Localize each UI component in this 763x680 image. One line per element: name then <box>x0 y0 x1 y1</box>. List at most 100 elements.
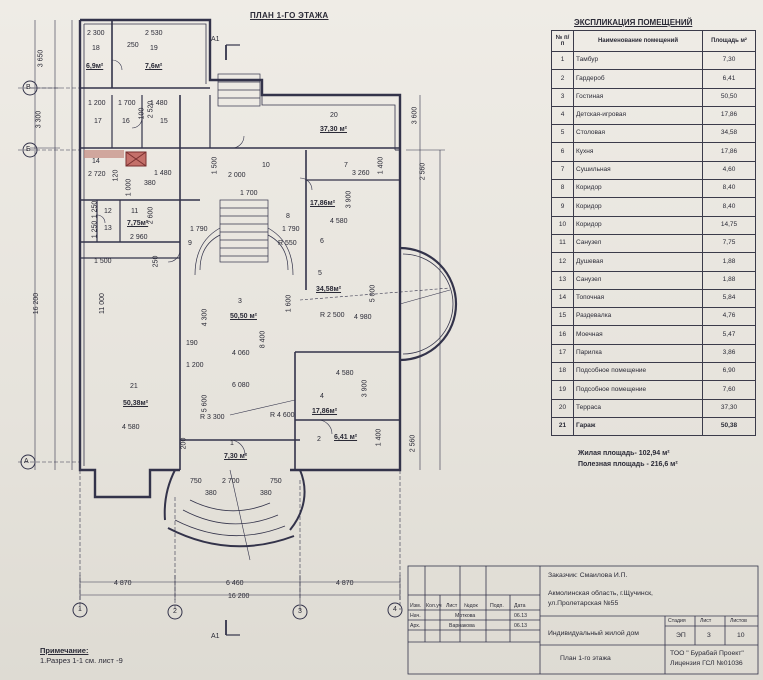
dimension: 100 <box>138 107 146 120</box>
room-area: 50,50 м² <box>230 313 257 320</box>
dimension: 2 520 <box>147 100 155 119</box>
row-number: 19 <box>551 380 574 400</box>
room-area-value: 6,41 <box>702 69 756 89</box>
org-name: ТОО " Бурабай Проект" <box>670 650 744 657</box>
row-number: 14 <box>551 288 574 309</box>
dimension: 1 480 <box>154 170 172 177</box>
room-name: Душевая <box>573 252 703 272</box>
room-area-value: 5,47 <box>702 325 756 345</box>
dimension: 4 870 <box>336 580 354 587</box>
dimension: 2 300 <box>87 30 105 37</box>
axis-label: А <box>24 458 29 465</box>
stage-value: ЭП <box>676 632 686 639</box>
room-number: 18 <box>92 45 100 52</box>
room-number: 2 <box>317 436 321 443</box>
room-area-value: 14,75 <box>702 215 756 235</box>
room-area-value: 4,60 <box>702 160 756 181</box>
address-line-1: Акмолинская область, г.Щучинск, <box>548 590 653 597</box>
room-number: 4 <box>320 393 324 400</box>
room-area-value: 37,30 <box>702 398 756 418</box>
room-name: Подсобное помещение <box>573 362 703 382</box>
section-mark: А1 <box>211 633 220 640</box>
dimension: 3 650 <box>37 49 45 68</box>
tb-col-header: №док <box>464 603 478 609</box>
drawing-name: План 1-го этажа <box>560 655 611 662</box>
column-header: № п/п <box>551 30 574 52</box>
room-name: Топочная <box>573 288 703 309</box>
room-number: 15 <box>160 118 168 125</box>
room-area-value: 50,50 <box>702 87 756 107</box>
tb-col-header: Кол.уч <box>426 603 442 609</box>
dimension: 2 000 <box>228 172 246 179</box>
useful-area-summary: Полезная площадь - 216,6 м² <box>578 461 678 468</box>
row-number: 2 <box>551 69 574 89</box>
sheet-value: 3 <box>707 632 711 639</box>
room-name: Детская-игровая <box>573 105 703 126</box>
room-number: 7 <box>344 162 348 169</box>
room-area-value: 7,60 <box>702 380 756 400</box>
dimension: 1 480 <box>150 100 168 107</box>
room-number: 5 <box>318 270 322 277</box>
room-name: Парилка <box>573 343 703 364</box>
room-number: 12 <box>104 208 112 215</box>
sheets-header: Листов <box>730 618 747 624</box>
room-area-value: 50,38 <box>702 416 756 437</box>
project-name: Индивидуальный жилой дом <box>548 630 639 637</box>
dimension: 1 700 <box>118 100 136 107</box>
room-name: Кухня <box>573 142 703 162</box>
room-area: 7,6м² <box>145 63 163 70</box>
tb-col-header: Дата <box>514 603 526 609</box>
room-number: 6 <box>320 238 324 245</box>
room-area: 50,38м² <box>123 400 149 407</box>
dimension: R 3 300 <box>200 414 225 421</box>
room-number: 9 <box>188 240 192 247</box>
room-number: 1 <box>230 440 234 447</box>
dimension: 3 900 <box>361 379 369 398</box>
room-area-value: 8,40 <box>702 179 756 199</box>
dimension: 2 720 <box>88 171 106 178</box>
room-area: 7,75м² <box>127 220 149 227</box>
dimension: 4 580 <box>336 370 354 377</box>
room-area-value: 8,40 <box>702 197 756 217</box>
room-area-value: 34,58 <box>702 124 756 144</box>
room-name: Коридор <box>573 179 703 199</box>
dimension: 8 400 <box>259 330 267 349</box>
dimension: 1 500 <box>211 156 219 175</box>
axis-label: 4 <box>393 606 397 613</box>
room-number: 13 <box>104 225 112 232</box>
room-number: 10 <box>262 162 270 169</box>
room-area-value: 4,76 <box>702 307 756 327</box>
dimension: 3 900 <box>345 190 353 209</box>
dimension: 1 200 <box>88 100 106 107</box>
dimension: 750 <box>270 478 282 485</box>
row-number: 20 <box>551 398 574 418</box>
dimension: 380 <box>260 490 272 497</box>
row-number: 10 <box>551 215 574 235</box>
dimension: 1 600 <box>285 294 293 313</box>
dimension: 6 460 <box>226 580 244 587</box>
dimension: 750 <box>190 478 202 485</box>
room-name: Раздевалка <box>573 307 703 327</box>
org-license: Лицензия ГСЛ №01036 <box>670 660 743 667</box>
room-area: 7,30 м² <box>224 453 248 460</box>
row-number: 12 <box>551 252 574 272</box>
dimension: 2 560 <box>409 434 417 453</box>
row-number: 8 <box>551 179 574 199</box>
room-area: 17,86м² <box>312 408 338 415</box>
dimension: 1 790 <box>190 226 208 233</box>
row-number: 3 <box>551 87 574 107</box>
dimension: 4 580 <box>330 218 348 225</box>
row-number: 16 <box>551 325 574 345</box>
